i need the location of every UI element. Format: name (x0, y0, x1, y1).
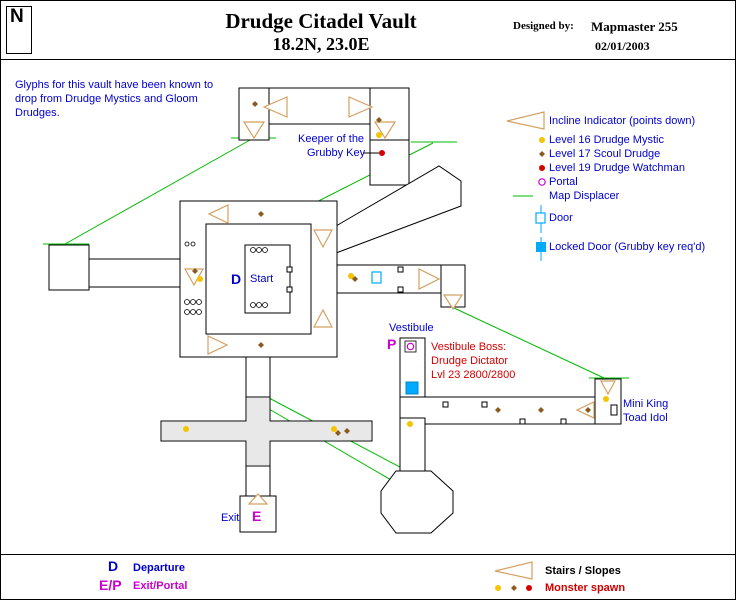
displacer-line (64, 139, 251, 245)
corridors (48, 87, 622, 534)
legend-watchman: Level 19 Drudge Watchman (549, 162, 685, 174)
mystic-spawn (331, 426, 337, 432)
incline-icon (313, 308, 333, 328)
legend-symbols (506, 111, 546, 261)
legend-mystic: Level 16 Drudge Mystic (549, 134, 664, 146)
octagon-shaft (399, 417, 426, 479)
scoul-spawn (344, 428, 350, 434)
mystic-spawn (376, 132, 382, 138)
door-icon (371, 271, 382, 284)
exit-shaft (245, 465, 271, 497)
designed-by-label: Designed by: (513, 20, 574, 32)
west-room (48, 244, 90, 291)
boss-label-line3: Lvl 23 2800/2800 (431, 369, 516, 381)
start-room (244, 244, 291, 314)
footer-departure-symbol: D (108, 558, 119, 574)
exit-marker: E (252, 508, 262, 524)
mystic-spawn (348, 273, 354, 279)
start-label: Start (250, 273, 274, 285)
keeper-room (369, 139, 410, 186)
boss-label-line1: Vestibule Boss: (431, 341, 507, 353)
mystic-spawn (183, 426, 189, 432)
mystic-spawn (407, 421, 413, 427)
keeper-label-line2: Grubby Key (307, 147, 366, 159)
incline-icon (599, 380, 617, 396)
pillar-clusters (184, 241, 268, 315)
portal-icon (406, 342, 415, 351)
legend-locked-door: Locked Door (Grubby key req'd) (549, 241, 706, 253)
north-label: N (10, 6, 24, 27)
footer-exit-symbol: E/P (99, 577, 122, 593)
scoul-spawn (352, 276, 358, 282)
footer-stairs-label: Stairs / Slopes (545, 565, 621, 577)
incline-indicators (183, 96, 617, 505)
legend-scoul: Level 17 Scoul Drudge (549, 148, 661, 160)
vestibule-label: Vestibule (389, 322, 434, 334)
incline-icon (313, 229, 333, 249)
scoul-spawn (335, 430, 341, 436)
portal-marker: P (387, 336, 397, 352)
west-corridor (88, 258, 182, 288)
door-legend-icon (535, 212, 546, 224)
header-divider (1, 59, 735, 60)
door-marks (286, 266, 618, 425)
footer-divider (1, 554, 735, 555)
footer-exit-label: Exit/Portal (133, 580, 188, 592)
incline-icon (247, 493, 269, 505)
map-title: Drudge Citadel Vault (225, 9, 417, 33)
incline-icon (207, 204, 229, 224)
keeper-label-line1: Keeper of the (298, 133, 365, 145)
incline-icon (207, 335, 229, 355)
portal-legend-icon (538, 178, 546, 186)
footer-departure-label: Departure (133, 562, 185, 574)
compass: N (6, 6, 32, 54)
legend-incline: Incline Indicator (points down) (549, 115, 696, 127)
map-coordinates: 18.2N, 23.0E (272, 34, 370, 54)
incline-icon (418, 268, 441, 290)
incline-icon (242, 121, 266, 140)
incline-icon (442, 294, 464, 311)
incline-icon (262, 96, 288, 118)
monster-spawns (183, 101, 609, 436)
locked-door-legend-icon (536, 242, 546, 252)
map-date: 02/01/2003 (595, 39, 650, 53)
watchman-spawn (379, 150, 385, 156)
spawn-legend-icon (495, 585, 532, 591)
mini-king-label-line1: Mini King (623, 398, 669, 410)
scoul-spawn (258, 211, 264, 217)
scoul-spawn (192, 268, 198, 274)
departure-marker: D (231, 271, 242, 287)
mystic-legend-icon (539, 137, 545, 143)
footer-spawn-label: Monster spawn (545, 582, 626, 594)
scoul-spawn (585, 407, 591, 413)
mystic-spawn (197, 276, 203, 282)
author-name: Mapmaster 255 (591, 19, 678, 34)
watchman-legend-icon (539, 165, 545, 171)
mini-king-label-line2: Toad Idol (623, 412, 668, 424)
legend-displacer: Map Displacer (549, 190, 620, 202)
incline-icon (348, 96, 374, 118)
incline-legend-icon (506, 111, 545, 130)
glyph-note: Glyphs for this vault have been known to… (15, 79, 214, 119)
scoul-legend-icon (539, 151, 545, 157)
octagon-room (380, 470, 454, 534)
legend-door: Door (549, 212, 573, 224)
stairs-legend-icon (494, 561, 533, 580)
scoul-spawn (538, 407, 544, 413)
displacer-line (453, 307, 605, 379)
scoul-spawn (258, 342, 264, 348)
mystic-spawn (603, 396, 609, 402)
boss-label-line2: Drudge Dictator (431, 355, 509, 367)
legend-portal: Portal (549, 176, 578, 188)
exit-label: Exit (221, 512, 240, 524)
scoul-spawn (252, 101, 258, 107)
top-right-leg (369, 87, 410, 141)
locked-door-icon (405, 381, 419, 395)
incline-icon (373, 121, 397, 140)
scoul-spawn (376, 117, 382, 123)
scoul-spawn (495, 407, 501, 413)
